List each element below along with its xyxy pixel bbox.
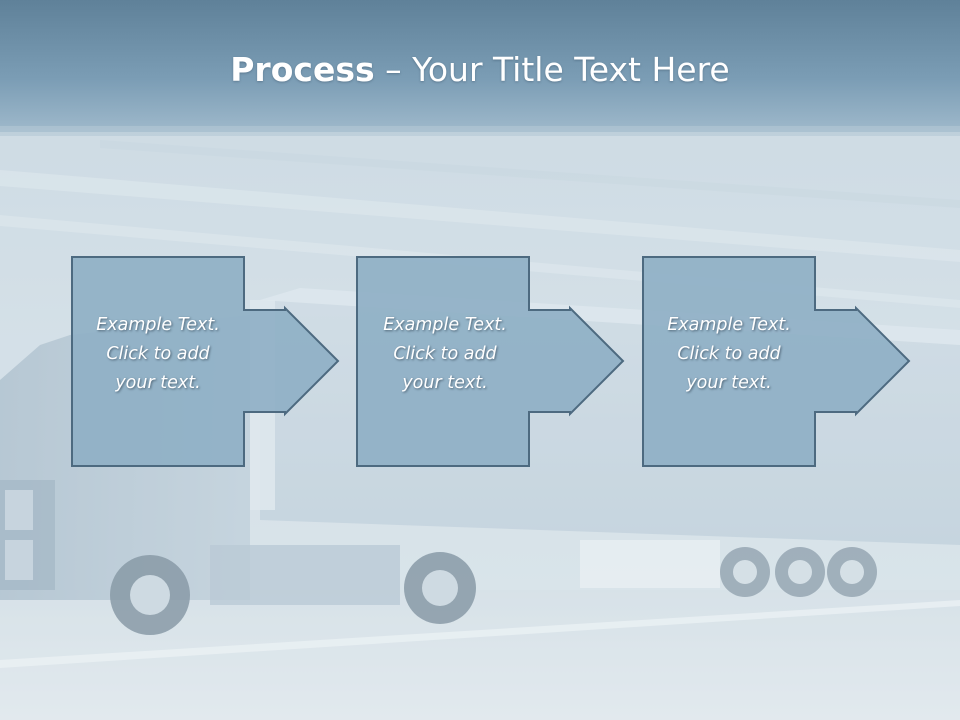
step-text-line: Click to add [393,344,497,364]
process-step-1[interactable] [71,256,340,467]
step-text-line: Example Text. [667,315,791,335]
process-step-3[interactable] [642,256,911,467]
title-rest-part: – Your Title Text Here [374,50,730,89]
title-bold-part: Process [230,50,375,89]
step-text-line: Example Text. [96,315,220,335]
step-text-line: your text. [686,373,772,393]
process-step-shape[interactable] [642,256,911,467]
step-text-line: Click to add [677,344,781,364]
process-step-3-text[interactable]: Example Text. Click to add your text. [644,311,814,398]
process-step-shape[interactable] [71,256,340,467]
step-text-line: your text. [402,373,488,393]
slide-title[interactable]: Process – Your Title Text Here [0,50,960,89]
step-text-line: your text. [115,373,201,393]
process-step-1-text[interactable]: Example Text. Click to add your text. [73,311,243,398]
step-text-line: Example Text. [383,315,507,335]
process-step-2[interactable] [356,256,625,467]
process-step-2-text[interactable]: Example Text. Click to add your text. [360,311,530,398]
process-step-shape[interactable] [356,256,625,467]
step-text-line: Click to add [106,344,210,364]
